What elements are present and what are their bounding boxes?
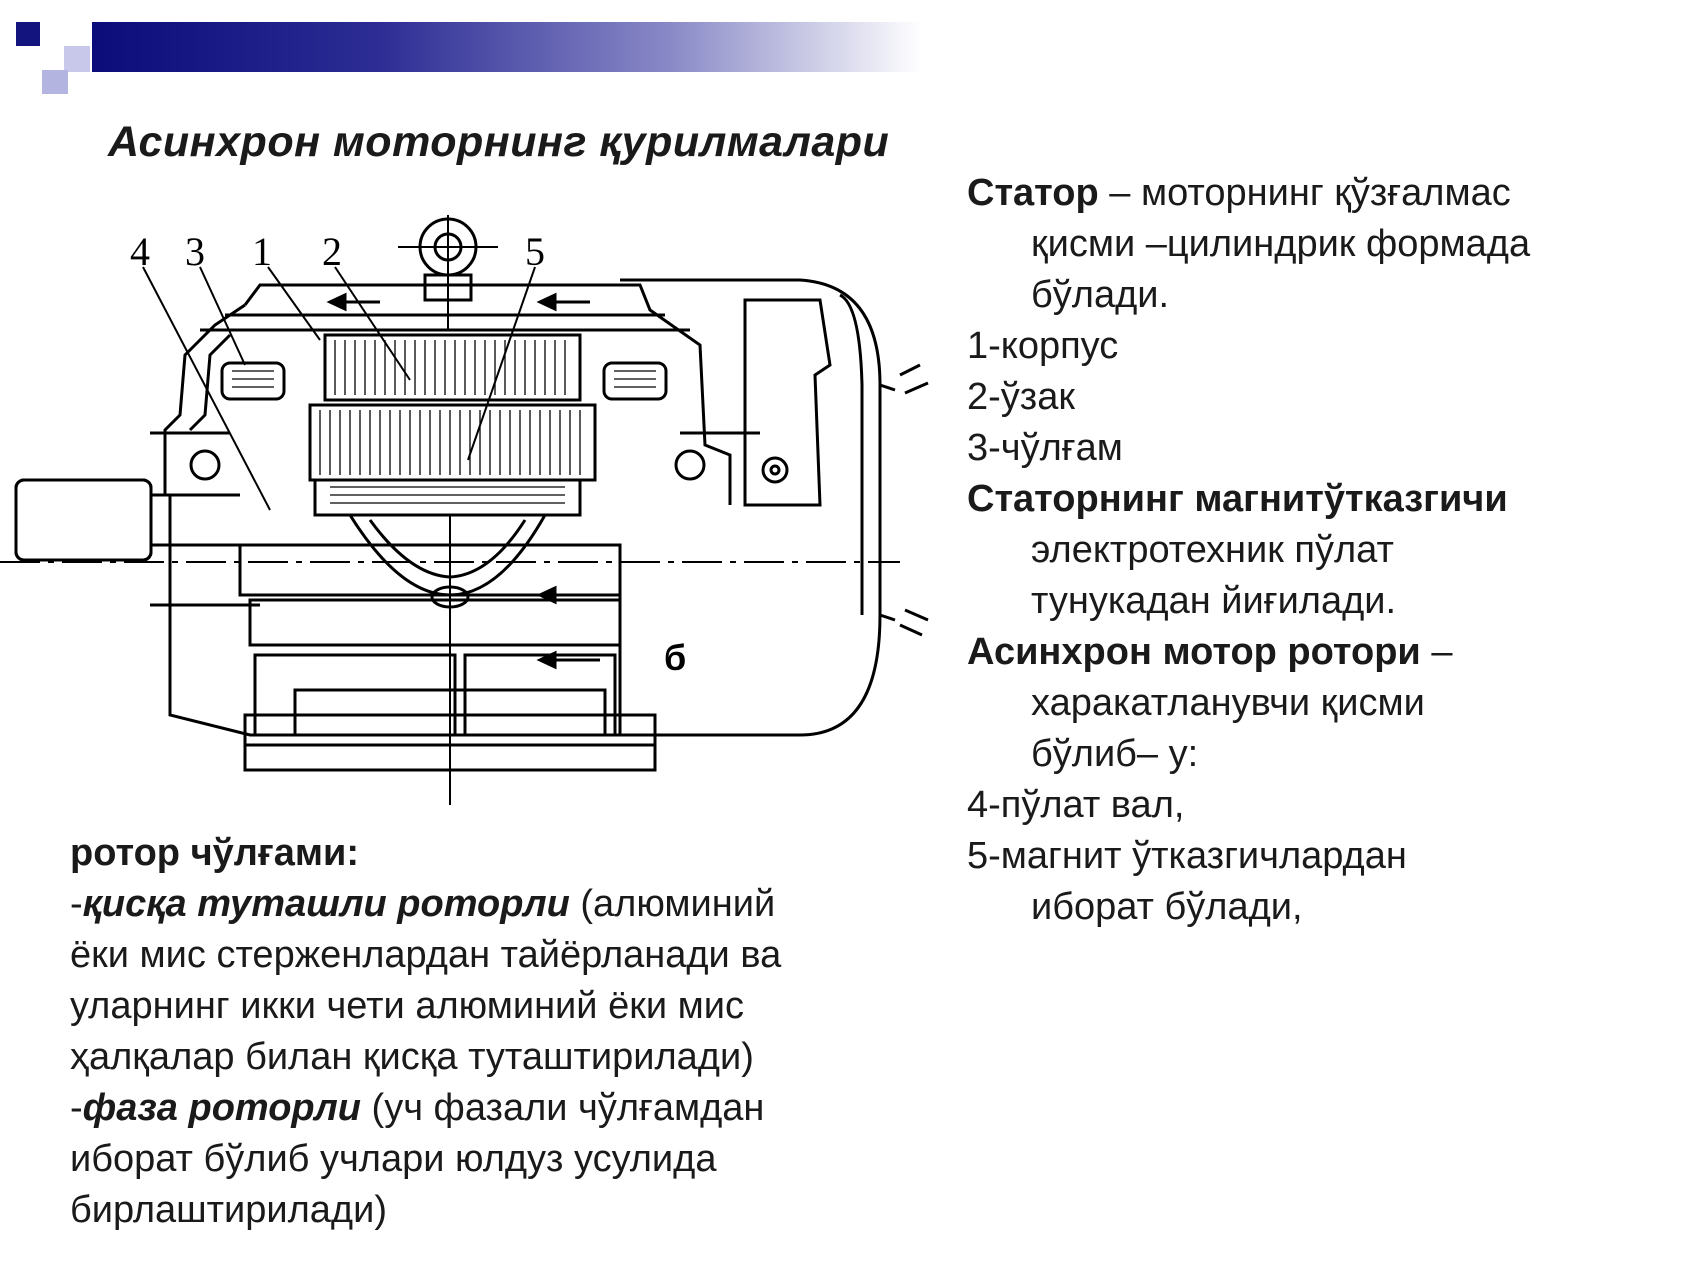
short-circuit-line-2: ёки мис стерженлардан тайёрланади ва <box>70 934 782 976</box>
callout-label-1: 1 <box>252 229 272 274</box>
stator-def-1: – моторнинг қўзғалмас <box>1098 172 1511 214</box>
phase-line-2: иборат бўлиб учлари юлдуз усулида <box>70 1138 717 1180</box>
rotor-def-1: харакатланувчи қисми <box>1031 682 1425 724</box>
short-circuit-term: қисқа туташли роторли <box>82 883 570 925</box>
core-def-1: электротехник пўлат <box>1031 529 1394 571</box>
item-5-line-2: иборат бўлади, <box>1031 886 1303 928</box>
core-term: Статорнинг магнитўтказгичи <box>967 478 1508 520</box>
header-gradient-bar <box>92 22 922 72</box>
phase-line-1: -фаза роторли (уч фазали чўлғамдан <box>70 1083 950 1134</box>
short-circuit-def-1: (алюминий <box>569 883 776 925</box>
item-3: 3-чўлғам <box>967 427 1123 469</box>
stator-line-1: Статор – моторнинг қўзғалмас <box>967 168 1687 219</box>
rotor-dash: – <box>1420 631 1453 673</box>
accent-square-dark <box>16 22 40 46</box>
item-1: 1-корпус <box>967 325 1119 367</box>
short-circuit-line-3: уларнинг икки чети алюминий ёки мис <box>70 985 744 1027</box>
accent-square-light-3 <box>42 70 68 94</box>
phase-dash: - <box>70 1087 83 1129</box>
accent-square-light-2 <box>64 46 90 72</box>
rotor-winding-description: ротор чўлғами: -қисқа туташли роторли (а… <box>70 828 950 1236</box>
stator-line-2: қисми –цилиндрик формада <box>1031 223 1531 265</box>
stator-rotor-description: Статор – моторнинг қўзғалмас қисми –цили… <box>967 168 1687 933</box>
short-dash: - <box>70 883 83 925</box>
stator-term: Статор <box>967 172 1099 214</box>
rotor-winding-heading: ротор чўлғами: <box>70 832 359 874</box>
callout-label-3: 3 <box>185 229 205 274</box>
phase-term: фаза роторли <box>82 1087 361 1129</box>
short-circuit-line-4: ҳалқалар билан қисқа туташтирилади) <box>70 1036 754 1078</box>
core-def-2: тунукадан йиғилади. <box>1031 580 1397 622</box>
motor-diagram: 4 3 1 2 5 б <box>0 215 929 805</box>
rotor-term: Асинхрон мотор ротори <box>967 631 1421 673</box>
callout-label-5: 5 <box>525 229 545 274</box>
item-4: 4-пўлат вал, <box>967 784 1185 826</box>
rotor-def-2: бўлиб– у: <box>1031 733 1199 775</box>
item-5-line-1: 5-магнит ўтказгичлардан <box>967 835 1407 877</box>
rotor-line-1: Асинхрон мотор ротори – <box>967 627 1687 678</box>
stator-line-3: бўлади. <box>1031 274 1170 316</box>
slide-title: Асинхрон моторнинг қурилмалари <box>108 118 890 166</box>
callout-label-4: 4 <box>130 229 150 274</box>
phase-def-1: (уч фазали чўлғамдан <box>360 1087 765 1129</box>
short-circuit-line-1: -қисқа туташли роторли (алюминий <box>70 879 950 930</box>
callout-label-2: 2 <box>322 229 342 274</box>
phase-line-3: бирлаштирилади) <box>70 1189 387 1231</box>
diagram-marker: б <box>664 637 686 678</box>
item-2: 2-ўзак <box>967 376 1075 418</box>
